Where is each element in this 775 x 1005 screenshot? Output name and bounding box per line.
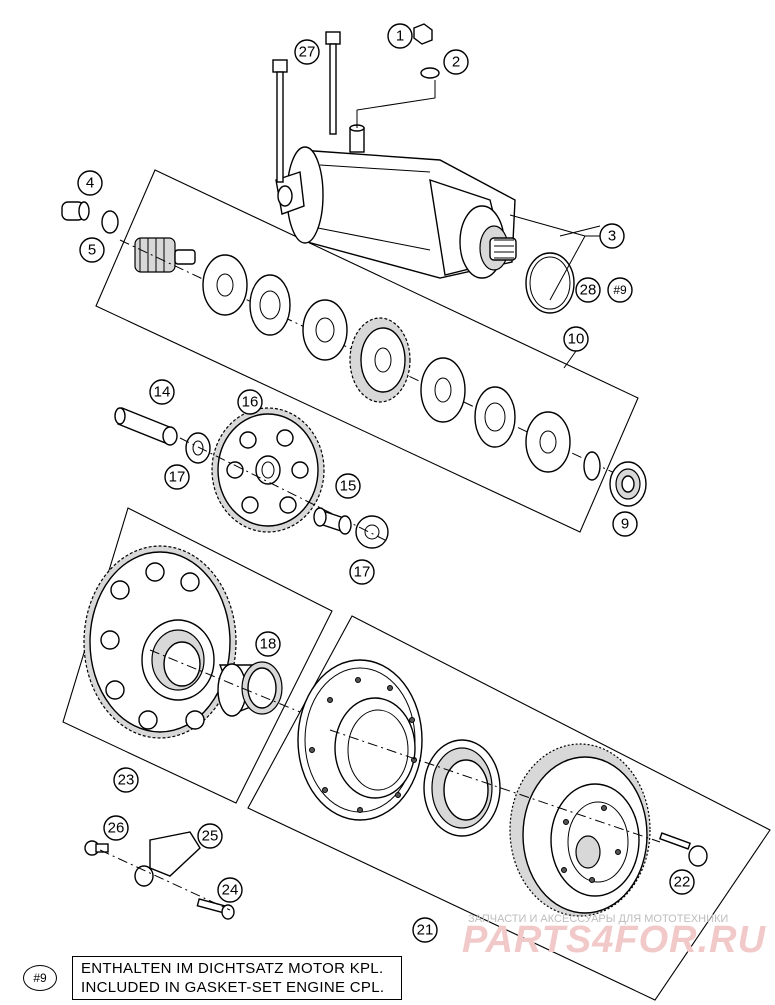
washer-17-lower: [355, 515, 389, 549]
intermediate-gear-set: [202, 254, 601, 481]
svg-text:17: 17: [354, 564, 371, 581]
freewheel-ring: [423, 739, 501, 837]
svg-text:9: 9: [621, 516, 629, 533]
svg-text:4: 4: [86, 175, 94, 192]
svg-text:25: 25: [202, 828, 219, 845]
svg-text:28: 28: [580, 282, 597, 299]
callout-17-lower: 17: [349, 559, 375, 585]
callout-14: 14: [149, 379, 175, 405]
callout-2: 2: [443, 49, 469, 75]
bearing-9: [609, 461, 647, 507]
svg-text:14: 14: [154, 384, 171, 401]
svg-text:2: 2: [452, 54, 460, 71]
callout-23: 23: [113, 767, 139, 793]
callout-9-ref: #9: [607, 277, 633, 303]
needle-bearing-18: [217, 661, 283, 717]
svg-text:18: 18: [260, 636, 277, 653]
note-line-german: ENTHALTEN IM DICHTSATZ MOTOR KPL.: [81, 960, 384, 977]
watermark-logo: PARTS4FOR.RU: [462, 919, 767, 961]
starter-clutch-housing: [297, 659, 423, 821]
idler-gear-16: [211, 407, 325, 533]
callout-21: 21: [412, 917, 438, 943]
callout-1: 1: [387, 23, 413, 49]
callout-22: 22: [669, 869, 695, 895]
svg-text:15: 15: [340, 478, 357, 495]
svg-text:10: 10: [568, 331, 585, 348]
callout-27: 27: [294, 39, 320, 65]
callout-17-upper: 17: [164, 464, 190, 490]
washer-2: [420, 67, 440, 79]
callout-26: 26: [103, 815, 129, 841]
sensor-bracket-25: [134, 831, 201, 887]
starter-motor: [275, 124, 517, 279]
watermark-caption: ЗАПЧАСТИ И АКСЕССУАРЫ ДЛЯ МОТОТЕХНИКИ: [468, 913, 728, 925]
svg-text:17: 17: [169, 469, 186, 486]
svg-text:26: 26: [108, 820, 125, 837]
svg-text:21: 21: [417, 922, 434, 939]
callout-16: 16: [237, 389, 263, 415]
rotor-group-frame: [247, 615, 771, 1001]
svg-text:24: 24: [222, 882, 239, 899]
callout-24: 24: [217, 877, 243, 903]
callout-25: 25: [197, 823, 223, 849]
nut-1: [413, 23, 433, 45]
svg-text:27: 27: [299, 44, 316, 61]
svg-text:#9: #9: [613, 283, 627, 297]
needle-bearing-15: [313, 507, 352, 535]
freewheel-gear-23: [83, 545, 237, 739]
svg-text:1: 1: [396, 28, 404, 45]
screws-27: [272, 31, 341, 183]
washer-17-upper: [185, 432, 211, 464]
callout-9: 9: [612, 511, 638, 537]
callout-5: 5: [79, 237, 105, 263]
bolt-24: [196, 898, 235, 920]
callout-28: 28: [575, 277, 601, 303]
callout-3: 3: [599, 223, 625, 249]
starter-pinion: [134, 237, 196, 273]
gasket-set-note: ENTHALTEN IM DICHTSATZ MOTOR KPL. INCLUD…: [72, 956, 402, 1000]
shaft-14: [114, 407, 178, 446]
svg-text:16: 16: [242, 394, 259, 411]
rotor-bolt-22: [658, 832, 708, 867]
svg-text:23: 23: [118, 772, 135, 789]
starter-group-frame: [95, 169, 639, 533]
svg-text:22: 22: [674, 874, 691, 891]
rotor-flywheel: [509, 743, 651, 917]
callout-10: 10: [563, 326, 589, 352]
note-line-english: INCLUDED IN GASKET-SET ENGINE CPL.: [81, 979, 385, 996]
washer-5: [101, 210, 119, 234]
callout-4: 4: [77, 170, 103, 196]
svg-text:3: 3: [608, 228, 616, 245]
o-ring-28: [525, 252, 575, 314]
note-reference-badge: #9: [23, 965, 57, 991]
callout-15: 15: [335, 473, 361, 499]
svg-text:5: 5: [88, 242, 96, 259]
callout-18: 18: [255, 631, 281, 657]
